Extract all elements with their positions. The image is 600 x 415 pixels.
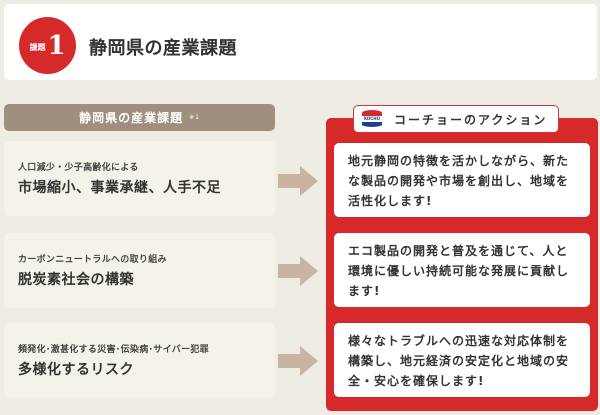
issue-title: 市場縮小、事業承継、人手不足 <box>18 180 221 196</box>
page-header: 課題 1 静岡県の産業課題 <box>4 4 597 80</box>
badge-number: 1 <box>47 30 66 61</box>
issues-column-header: 静岡県の産業課題 ※1 <box>4 104 275 131</box>
issue-subtitle: 人口減少・少子高齢化による <box>18 163 139 173</box>
arrow-right-icon <box>278 346 318 376</box>
issue-subtitle: 頻発化･激甚化する災害･伝染病･サイバー犯罪 <box>18 345 209 355</box>
action-card: エコ製品の開発と普及を通じて、人と環境に優しい持続可能な発展に貢献します! <box>334 233 590 307</box>
badge-label: 課題 <box>29 43 46 52</box>
action-card: 様々なトラブルへの迅速な対応体制を構築し、地元経済の安定化と地域の安全・安心を確… <box>334 323 590 397</box>
issue-number-badge: 課題 1 <box>19 17 76 74</box>
kocho-logo-icon: KOCHO <box>360 110 384 128</box>
arrow-right-icon <box>278 256 318 286</box>
arrow-right-icon <box>278 166 318 196</box>
action-card: 地元静岡の特徴を活かしながら、新たな製品の開発や市場を創出し、地域を活性化します… <box>334 143 590 217</box>
actions-column-header: KOCHO コーチョーのアクション <box>353 105 559 133</box>
issue-title: 脱炭素社会の構築 <box>18 272 134 288</box>
issue-card: カーボンニュートラルへの取り組み 脱炭素社会の構築 <box>4 233 275 308</box>
issues-column-title: 静岡県の産業課題 <box>79 111 184 125</box>
issue-card: 頻発化･激甚化する災害･伝染病･サイバー犯罪 多様化するリスク <box>4 323 275 398</box>
footnote-marker: ※1 <box>189 114 200 121</box>
issue-subtitle: カーボンニュートラルへの取り組み <box>18 255 167 265</box>
issue-title: 多様化するリスク <box>18 362 134 378</box>
actions-column-title: コーチョーのアクション <box>394 112 548 127</box>
issue-card: 人口減少・少子高齢化による 市場縮小、事業承継、人手不足 <box>4 141 275 216</box>
page-title: 静岡県の産業課題 <box>89 38 237 59</box>
